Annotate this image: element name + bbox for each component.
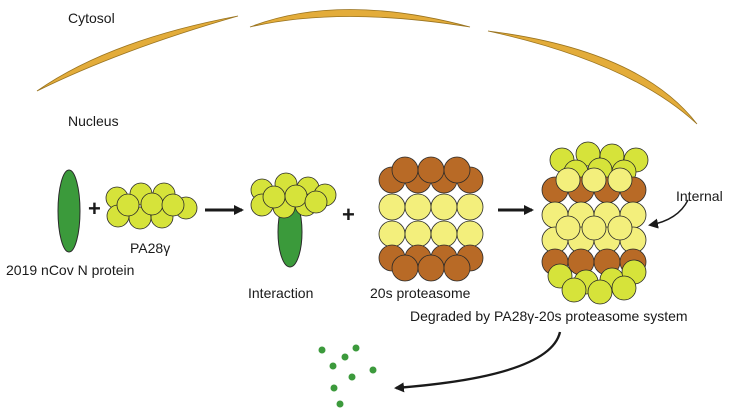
proteasome-subunit [443,254,471,282]
proteasome-subunit [378,220,406,248]
degradation-arrow [394,331,562,393]
degraded-label: Degraded by PA28γ-20s proteasome system [410,308,688,324]
complex-cap-bottom-subunit [561,277,587,303]
internal-label: Internal [676,188,723,204]
proteasome-subunit [404,220,432,248]
proteasome-subunit [404,193,432,221]
proteasome-subunit [417,156,445,184]
proteasome-label: 20s proteasome [370,285,471,301]
membrane-segment-right [487,30,698,125]
interaction-label: Interaction [248,285,314,301]
complex-proteasome-subunit [607,167,633,193]
proteasome-subunit [391,156,419,184]
complex-proteasome-subunit [607,215,633,241]
degraded-fragment [318,346,326,354]
degraded-fragment [330,384,338,392]
proteasome-subunit [417,254,445,282]
interaction-pa28-subunit [284,184,308,208]
proteasome-subunit [456,193,484,221]
degraded-fragment [329,362,337,370]
proteasome-subunit [430,193,458,221]
degraded-fragment [352,344,360,352]
interaction-pa28-subunit [262,185,286,209]
proteasome-subunit [430,220,458,248]
proteasome-subunit [378,193,406,221]
pa28-subunit [116,193,140,217]
membrane-segment-left [36,15,239,92]
pa28-subunit [140,192,164,216]
n-protein-shape [57,169,81,253]
complex-proteasome-subunit [581,215,607,241]
proteasome-subunit [456,220,484,248]
membrane-segment-middle [249,9,471,28]
internal-pointer-arrow [648,199,689,229]
complex-proteasome-subunit [555,167,581,193]
interaction-pa28-subunit [304,190,328,214]
degraded-fragment [336,400,344,408]
proteasome-subunit [443,156,471,184]
cytosol-label: Cytosol [68,10,115,26]
complex-proteasome-subunit [581,167,607,193]
degraded-fragment [369,366,377,374]
nucleus-label: Nucleus [68,113,119,129]
plus-operator-1: + [88,196,101,221]
complex-cap-bottom-subunit [587,279,613,305]
plus-operator-2: + [342,202,355,227]
proteasome-subunit [391,254,419,282]
pa28-label: PA28γ [130,240,171,256]
degraded-fragment [348,373,356,381]
pa28-subunit [161,193,185,217]
complex-proteasome-subunit [555,215,581,241]
complex-cap-bottom-subunit [611,275,637,301]
n-protein-label: 2019 nCov N protein [6,262,135,278]
degraded-fragment [341,353,349,361]
